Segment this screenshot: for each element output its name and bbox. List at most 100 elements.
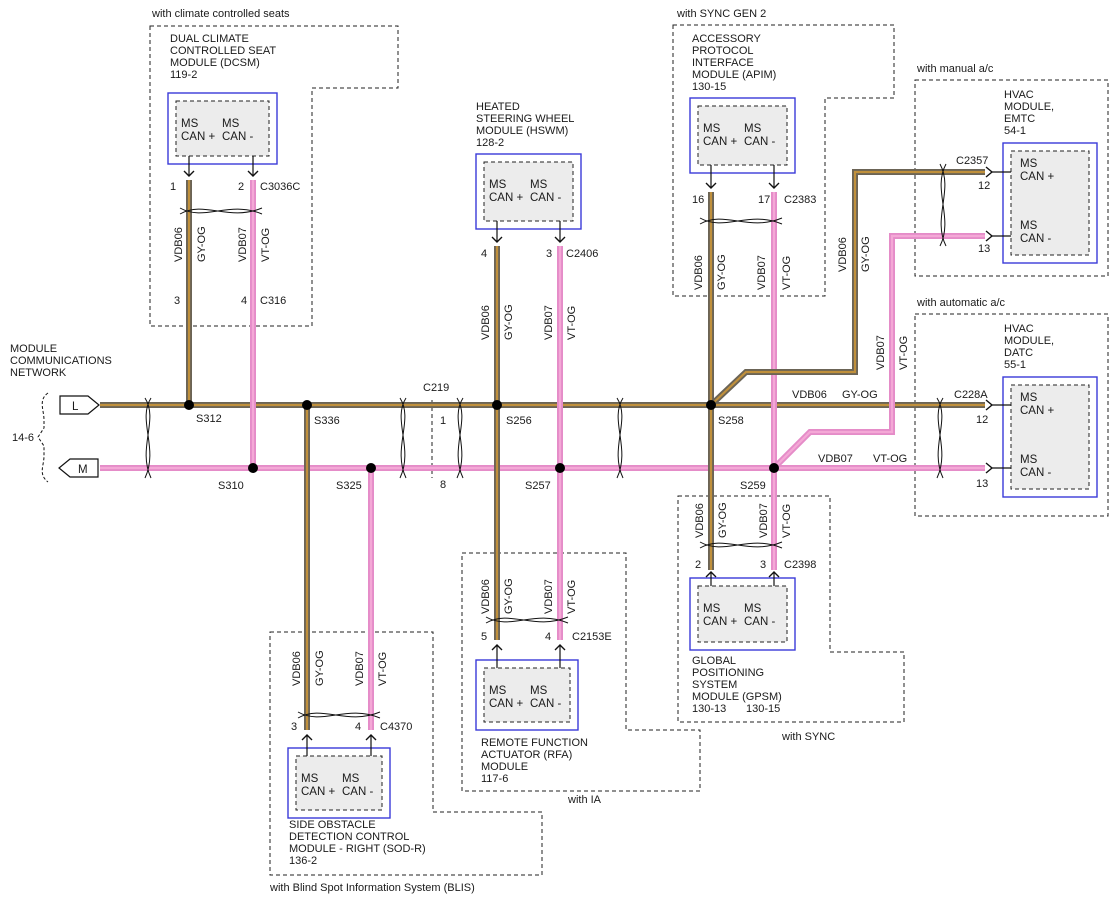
apim-name-3: INTERFACE <box>692 57 754 69</box>
gpsm-wire-gyog: GY-OG <box>717 502 729 538</box>
emtc-pin-b: 13 <box>978 243 990 255</box>
apim-name-2: PROTOCOL <box>692 45 754 57</box>
emtc-vdb06-wire <box>708 169 985 408</box>
dcsm-condition: with climate controlled seats <box>151 8 290 20</box>
rfa-wire-gyog: GY-OG <box>503 578 515 614</box>
hswm-wire-vtog: VT-OG <box>566 306 578 340</box>
sodr-outline <box>269 631 543 876</box>
emtc-outline <box>914 79 1109 277</box>
dcsm-pin-d: 4 <box>241 295 247 307</box>
hswm-wire-gyog: GY-OG <box>503 304 515 340</box>
hswm-canm: CAN - <box>530 192 561 204</box>
apim-name-1: ACCESSORY <box>692 33 762 45</box>
sodr-ref: 136-2 <box>289 855 317 867</box>
gpsm-ms1: MS <box>703 603 721 615</box>
splice-s325 <box>366 463 376 473</box>
dcsm-name-2: CONTROLLED SEAT <box>170 45 276 57</box>
datc-connector: C228A <box>954 389 988 401</box>
datc-canp: CAN + <box>1020 405 1054 417</box>
datc-pin-a: 12 <box>976 414 988 426</box>
dcsm-name-1: DUAL CLIMATE <box>170 33 249 45</box>
apim-canm: CAN - <box>744 136 775 148</box>
dcsm-name-3: MODULE (DCSM) <box>170 57 260 69</box>
datc-name-1: HVAC <box>1004 323 1034 335</box>
network-bracket <box>37 392 49 483</box>
datc-ref: 55-1 <box>1004 359 1026 371</box>
emtc-ref: 54-1 <box>1004 125 1026 137</box>
emtc-arrow-a <box>985 166 994 178</box>
datc-ms1: MS <box>1020 392 1038 404</box>
gpsm-pin-a: 2 <box>695 559 701 571</box>
emtc-name-1: HVAC <box>1004 89 1034 101</box>
apim-connector: C2383 <box>784 194 816 206</box>
gpsm-ms2: MS <box>744 603 762 615</box>
emtc-canp: CAN + <box>1020 171 1054 183</box>
dcsm-wire-vdb07: VDB07 <box>237 227 249 262</box>
rfa-outline <box>461 552 701 792</box>
dcsm-wire-vdb06: VDB06 <box>173 227 185 262</box>
dcsm-connector2: C316 <box>260 295 286 307</box>
labels: with climate controlled seats DUAL CLIMA… <box>151 8 1054 894</box>
sodr-pin-b: 4 <box>355 721 361 733</box>
dcsm-canp: CAN + <box>181 131 215 143</box>
wires <box>100 169 985 730</box>
emtc-name-2: MODULE, <box>1004 101 1054 113</box>
hswm-wire-vdb07: VDB07 <box>543 305 555 340</box>
gpsm-connector: C2398 <box>784 559 816 571</box>
sodr-wire-vtog: VT-OG <box>377 652 389 686</box>
rfa-wire-vdb07: VDB07 <box>543 579 555 614</box>
emtc-name-3: EMTC <box>1004 113 1035 125</box>
sodr-name-2: DETECTION CONTROL <box>289 831 409 843</box>
dcsm-connector: C3036C <box>260 181 300 193</box>
datc-wire-vtog: VT-OG <box>873 453 907 465</box>
dcsm-pin-a: 1 <box>170 181 176 193</box>
emtc-wire-vtog: VT-OG <box>898 336 910 370</box>
datc-pin-b: 13 <box>976 478 988 490</box>
gpsm-name-4: MODULE (GPSM) <box>692 691 782 703</box>
emtc-wire-vdb06: VDB06 <box>837 237 849 272</box>
splice-s310-label: S310 <box>218 480 244 492</box>
gpsm-wire-vdb06: VDB06 <box>694 503 706 538</box>
condition-outlines <box>149 24 1109 876</box>
emtc-condition: with manual a/c <box>916 63 994 75</box>
apim-wire-vdb06: VDB06 <box>693 255 705 290</box>
connector-l-shape <box>59 395 100 415</box>
dcsm-pin-b: 2 <box>238 181 244 193</box>
rfa-canm: CAN - <box>530 698 561 710</box>
apim-outline <box>672 24 895 297</box>
splice-s256 <box>492 400 502 410</box>
datc-ms2: MS <box>1020 454 1038 466</box>
splice-s257 <box>555 463 565 473</box>
splice-s310 <box>248 463 258 473</box>
emtc-ms1: MS <box>1020 158 1038 170</box>
sodr-ms1: MS <box>301 773 319 785</box>
network-title-1: MODULE <box>10 343 57 355</box>
rfa-name-3: MODULE <box>481 761 528 773</box>
dcsm-ms2: MS <box>222 118 240 130</box>
rfa-connector: C2153E <box>572 631 612 643</box>
datc-condition: with automatic a/c <box>916 297 1006 309</box>
hswm-ref: 128-2 <box>476 137 504 149</box>
splice-s259 <box>769 463 779 473</box>
sodr-pin-a: 3 <box>291 721 297 733</box>
connector-l-label: L <box>72 401 79 413</box>
emtc-arrow-b <box>985 230 994 242</box>
dcsm-wire-vtog: VT-OG <box>260 228 272 262</box>
gpsm-ref-1: 130-13 <box>692 703 726 715</box>
emtc-wire-vdb07: VDB07 <box>875 335 887 370</box>
datc-name-3: DATC <box>1004 347 1033 359</box>
c219-pin8: 8 <box>440 479 446 491</box>
apim-condition: with SYNC GEN 2 <box>676 8 766 20</box>
apim-wire-gyog: GY-OG <box>716 254 728 290</box>
datc-name-2: MODULE, <box>1004 335 1054 347</box>
splice-s259-label: S259 <box>740 480 766 492</box>
gpsm-name-2: POSITIONING <box>692 667 764 679</box>
